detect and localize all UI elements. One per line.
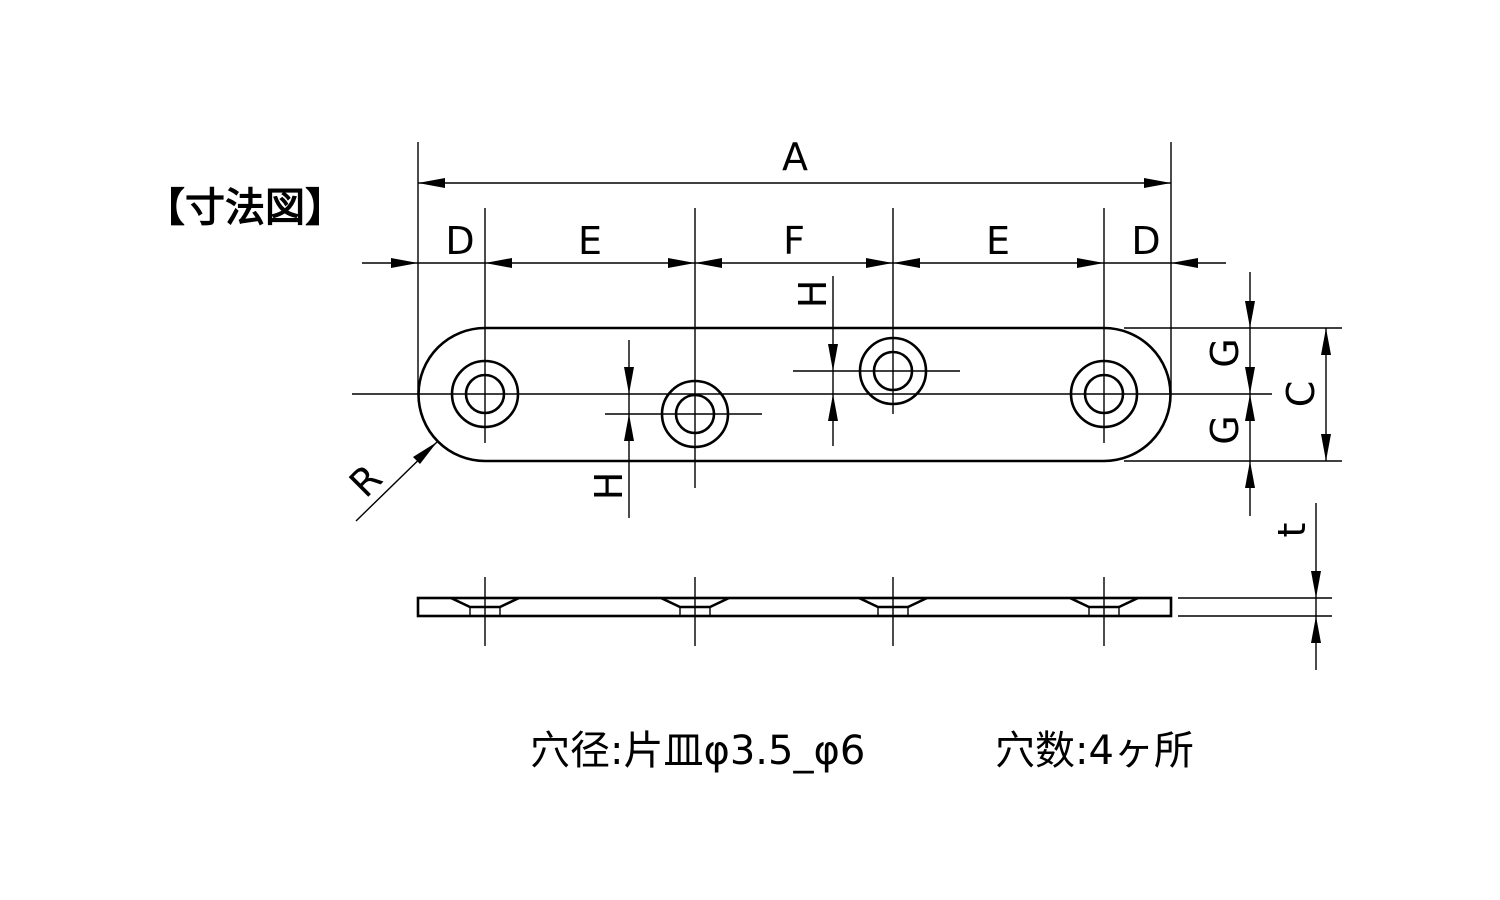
hole-count-note: 穴数:4ヶ所: [995, 728, 1194, 774]
label-a: A: [782, 135, 808, 179]
label-c: C: [1279, 381, 1323, 408]
dimension-r: R: [341, 441, 438, 522]
dimension-a: A: [418, 135, 1171, 188]
drawing-title: 【寸法図】: [145, 185, 345, 231]
dimension-h-upper: H: [791, 276, 838, 446]
center-lines: [352, 208, 1272, 488]
label-r: R: [341, 456, 391, 506]
dimension-row-defed: D E F E D: [362, 219, 1226, 268]
hole-diameter-note: 穴径:片皿φ3.5_φ6: [530, 728, 866, 774]
label-g-upper: G: [1203, 338, 1247, 367]
label-e-right: E: [986, 219, 1010, 263]
label-f: F: [783, 219, 805, 263]
label-d-right: D: [1131, 219, 1160, 263]
side-view: [416, 577, 1173, 646]
label-t: t: [1270, 523, 1314, 538]
extension-lines: [417, 142, 1342, 462]
label-e-left: E: [578, 219, 602, 263]
dimension-h-lower: H: [587, 340, 634, 518]
label-h-lower: H: [587, 472, 631, 501]
plate-outline: [417, 326, 1172, 463]
label-h-upper: H: [791, 280, 835, 309]
label-d-left: D: [445, 219, 474, 263]
dimension-t: t: [1178, 503, 1332, 670]
dimension-c: C: [1279, 328, 1331, 461]
dimension-g: G G: [1203, 272, 1255, 516]
label-g-lower: G: [1203, 415, 1247, 444]
